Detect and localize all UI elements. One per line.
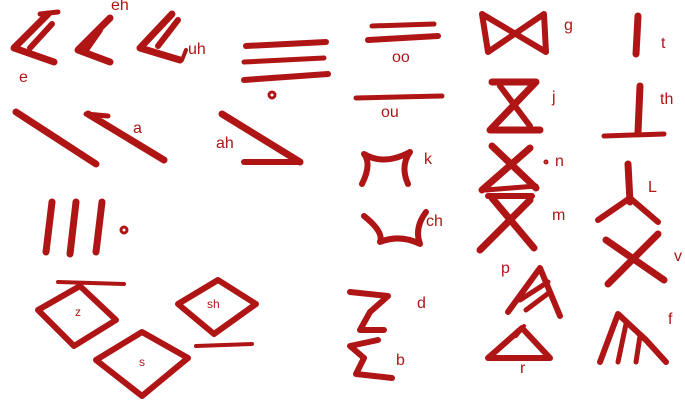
label-d: d <box>417 296 426 312</box>
label-eh: eh <box>111 0 129 14</box>
label-b: b <box>396 353 405 369</box>
label-th: th <box>660 92 673 108</box>
label-s: s <box>139 356 145 368</box>
label-v: v <box>674 249 682 265</box>
label-g: g <box>564 18 573 34</box>
label-t: t <box>661 36 665 52</box>
glyph-d <box>350 292 388 330</box>
glyph-e <box>14 12 58 62</box>
glyph-th <box>604 86 664 136</box>
label-ch: ch <box>426 214 443 230</box>
label-ou: ou <box>381 105 399 121</box>
label-L: L <box>648 180 657 196</box>
label-e: e <box>19 70 28 86</box>
glyph-m <box>480 196 534 250</box>
glyph-t <box>636 16 638 54</box>
label-k: k <box>424 152 432 168</box>
label-oo: oo <box>392 50 410 66</box>
glyph-three-vertical-bars <box>46 202 127 254</box>
label-p: p <box>501 261 510 277</box>
glyph-three-bars-dot <box>244 42 328 98</box>
glyph-p <box>508 268 560 316</box>
glyph-r <box>488 326 550 358</box>
glyph-f <box>600 314 666 362</box>
label-r: r <box>520 361 525 377</box>
glyph-v <box>606 234 664 284</box>
glyph-z <box>38 282 124 346</box>
glyph-j <box>490 82 540 130</box>
glyph-ou <box>356 96 442 98</box>
label-j: j <box>552 90 556 106</box>
glyph-g <box>482 14 546 52</box>
label-n: n <box>555 154 564 170</box>
glyph-n <box>482 146 548 190</box>
glyph-b <box>350 340 392 378</box>
label-a: a <box>133 121 142 137</box>
glyph-eh <box>78 18 110 62</box>
glyph-k <box>362 152 410 184</box>
glyph-sh <box>178 280 256 346</box>
label-sh: sh <box>207 298 220 310</box>
label-ah: ah <box>216 136 234 152</box>
glyph-uh <box>140 14 186 60</box>
glyph-oo <box>368 24 438 40</box>
label-uh: uh <box>188 42 206 58</box>
glyph-ch <box>364 212 426 244</box>
label-z: z <box>75 306 81 318</box>
label-f: f <box>668 312 672 328</box>
label-m: m <box>552 208 565 224</box>
